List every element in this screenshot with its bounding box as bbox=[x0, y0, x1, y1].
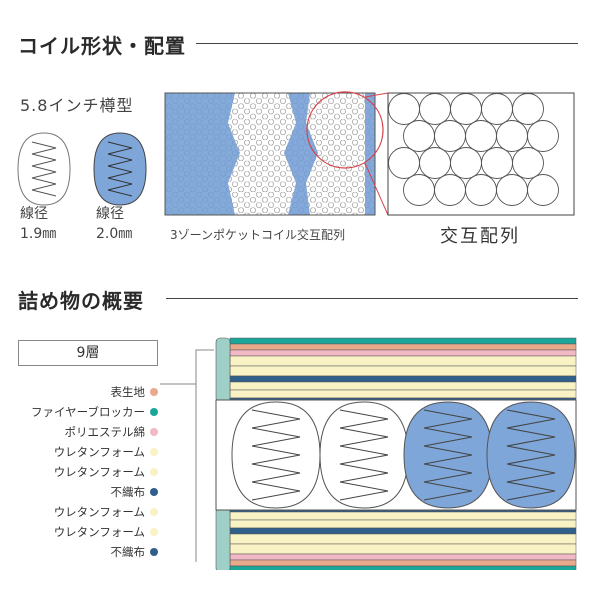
zoom-circle bbox=[306, 91, 384, 169]
coil-type-label: 5.8インチ樽型 bbox=[20, 96, 134, 115]
layer-band bbox=[229, 527, 577, 535]
legend-item-3: ポリエステル綿 bbox=[64, 424, 158, 440]
connector-line bbox=[160, 349, 214, 385]
legend-dot bbox=[150, 548, 158, 556]
layer-band bbox=[229, 349, 577, 357]
zone-diagram bbox=[164, 91, 575, 216]
legend-item-8: ウレタンフォーム bbox=[54, 524, 158, 540]
layer-band bbox=[229, 365, 577, 377]
detail-circle bbox=[512, 93, 544, 125]
layer-band bbox=[229, 381, 577, 391]
layer-band bbox=[229, 355, 577, 367]
layer-band bbox=[229, 559, 577, 567]
legend-item-6: 不織布 bbox=[110, 484, 158, 500]
legend-item-7: ウレタンフォーム bbox=[54, 504, 158, 520]
coil-right-icon bbox=[93, 132, 147, 206]
edge-cap bbox=[215, 337, 231, 403]
layer-band bbox=[229, 337, 577, 345]
barrel-coil bbox=[319, 401, 409, 509]
legend-label: 不織布 bbox=[110, 545, 146, 559]
layer-band bbox=[229, 533, 577, 545]
legend-dot bbox=[150, 508, 158, 516]
detail-circle bbox=[527, 174, 559, 206]
zone-grid bbox=[164, 91, 389, 216]
legend-label: ウレタンフォーム bbox=[53, 465, 145, 479]
layer-band bbox=[229, 343, 577, 351]
legend-label: 不織布 bbox=[110, 485, 146, 499]
coil-right-value: 2.0㎜ bbox=[96, 226, 133, 242]
detail-caption: 交互配列 bbox=[440, 226, 520, 247]
legend-dot bbox=[150, 528, 158, 536]
legend-dot bbox=[150, 468, 158, 476]
legend-dot bbox=[150, 488, 158, 496]
layer-band bbox=[229, 543, 577, 555]
chamber-coils bbox=[231, 401, 576, 509]
legend-item-1: 表生地 bbox=[110, 384, 158, 400]
edge-cap bbox=[215, 507, 231, 570]
layer-band bbox=[229, 511, 577, 521]
coil-spring bbox=[506, 409, 556, 501]
title-rule-2 bbox=[166, 298, 578, 299]
barrel-coil bbox=[231, 401, 321, 509]
top-layer-stack bbox=[215, 337, 577, 403]
coil-spring bbox=[339, 409, 389, 501]
legend-item-9: 不織布 bbox=[110, 544, 158, 560]
coil-left-value: 1.9㎜ bbox=[20, 226, 57, 242]
coil-left-icon bbox=[17, 132, 71, 206]
layer-band bbox=[229, 565, 577, 570]
legend-dot bbox=[150, 408, 158, 416]
layer-band bbox=[229, 519, 577, 529]
layer-count-box: 9層 bbox=[18, 340, 158, 366]
legend-dot bbox=[150, 388, 158, 396]
layer-band bbox=[229, 375, 577, 383]
legend-dot bbox=[150, 448, 158, 456]
legend-label: ウレタンフォーム bbox=[53, 525, 145, 539]
section-title-coil: コイル形状・配置 bbox=[18, 34, 186, 58]
legend-label: ポリエステル綿 bbox=[64, 425, 146, 439]
section-title-filling: 詰め物の概要 bbox=[18, 289, 144, 313]
coil-spring bbox=[423, 409, 473, 501]
layer-band bbox=[229, 389, 577, 399]
layer-legend: 表生地 ファイヤーブロッカー ポリエステル綿 ウレタンフォーム ウレタンフォーム… bbox=[0, 380, 158, 560]
barrel-coil bbox=[486, 401, 576, 509]
detail-circle bbox=[512, 147, 544, 179]
coil-left-label: 線径 bbox=[20, 206, 48, 222]
legend-item-5: ウレタンフォーム bbox=[54, 464, 158, 480]
coil-spring bbox=[251, 409, 301, 501]
legend-dot bbox=[150, 428, 158, 436]
legend-label: ウレタンフォーム bbox=[53, 505, 145, 519]
title-rule-1 bbox=[196, 43, 578, 44]
coil-illustrations bbox=[17, 132, 147, 206]
detail-circle bbox=[527, 120, 559, 152]
coil-right-label: 線径 bbox=[96, 206, 124, 222]
legend-label: ファイヤーブロッカー bbox=[31, 405, 145, 419]
legend-item-4: ウレタンフォーム bbox=[54, 444, 158, 460]
mattress-cross-section bbox=[160, 337, 577, 570]
zone-caption: 3ゾーンポケットコイル交互配列 bbox=[170, 228, 346, 242]
layer-band bbox=[229, 553, 577, 561]
legend-label: 表生地 bbox=[110, 385, 146, 399]
bottom-layer-stack bbox=[215, 507, 577, 570]
detail-grid bbox=[387, 92, 575, 216]
barrel-coil bbox=[403, 401, 493, 509]
legend-label: ウレタンフォーム bbox=[53, 445, 145, 459]
legend-item-2: ファイヤーブロッカー bbox=[31, 404, 158, 420]
